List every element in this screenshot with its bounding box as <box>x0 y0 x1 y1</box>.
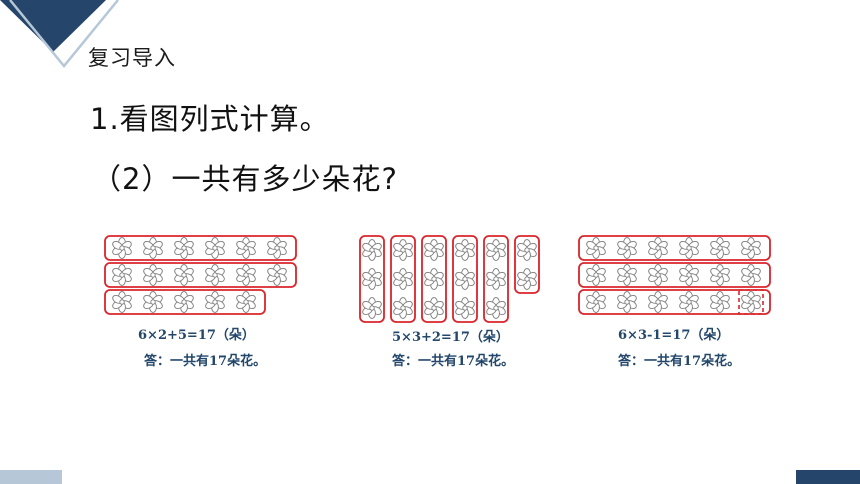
flower-icon <box>424 297 444 319</box>
group-box <box>578 289 771 315</box>
method-3-formula: 6×3-1=17（朵） <box>618 328 730 343</box>
footer-bar-right <box>796 470 860 484</box>
flower-icon <box>648 237 668 259</box>
method-3-figure <box>578 235 771 315</box>
flower-icon <box>648 264 668 286</box>
method-1-formula: 6×2+5=17（朵） <box>138 328 255 343</box>
flower-icon <box>586 237 606 259</box>
method-3-panel: 6×3-1=17（朵） 答：一共有17朵花。 <box>578 234 778 374</box>
method-1-answer: 答：一共有17朵花。 <box>144 354 267 369</box>
flower-icon <box>236 264 256 286</box>
footer-bar-left <box>0 470 62 484</box>
flower-icon <box>267 237 287 259</box>
flower-icon <box>710 291 730 313</box>
flower-icon <box>679 237 699 259</box>
flower-icon <box>205 264 225 286</box>
flower-icon <box>517 268 537 290</box>
method-2-formula: 5×3+2=17（朵） <box>392 330 509 345</box>
group-box <box>104 235 297 261</box>
flower-icon <box>617 237 637 259</box>
group-box <box>578 262 771 288</box>
flower-icon <box>362 239 382 261</box>
flower-icon <box>393 239 413 261</box>
flower-icon <box>424 268 444 290</box>
flower-icon <box>679 264 699 286</box>
flower-icon <box>486 297 506 319</box>
group-box <box>421 235 447 323</box>
group-box <box>483 235 509 323</box>
flower-icon <box>741 237 761 259</box>
method-1-figure <box>104 235 297 315</box>
method-2-answer: 答：一共有17朵花。 <box>392 354 515 369</box>
flower-icon <box>710 237 730 259</box>
flower-icon <box>648 291 668 313</box>
flower-icon <box>112 237 132 259</box>
flower-icon <box>236 237 256 259</box>
flower-icon <box>710 264 730 286</box>
flower-icon <box>362 297 382 319</box>
flower-icon <box>362 268 382 290</box>
group-box <box>390 235 416 323</box>
flower-icon <box>267 264 287 286</box>
group-box <box>104 262 297 288</box>
flower-icon <box>143 237 163 259</box>
flower-icon <box>205 291 225 313</box>
flower-icon <box>486 239 506 261</box>
flower-icon <box>486 268 506 290</box>
flower-icon <box>679 291 699 313</box>
flower-icon <box>455 239 475 261</box>
flower-icon <box>741 264 761 286</box>
flower-icon <box>174 237 194 259</box>
corner-decoration <box>0 0 119 68</box>
method-3-answer: 答：一共有17朵花。 <box>618 354 741 369</box>
flower-icon <box>741 291 761 313</box>
flower-icon <box>112 264 132 286</box>
flower-icon <box>617 264 637 286</box>
flower-icon <box>205 237 225 259</box>
flower-icon <box>112 291 132 313</box>
group-box <box>359 235 385 323</box>
flower-icon <box>174 264 194 286</box>
section-title: 复习导入 <box>88 46 176 70</box>
exercise-heading: 1.看图列式计算。 <box>90 102 330 136</box>
flower-icon <box>455 297 475 319</box>
flower-icon <box>586 264 606 286</box>
method-1-panel: 6×2+5=17（朵） 答：一共有17朵花。 <box>104 234 326 374</box>
method-2-figure <box>359 235 540 323</box>
group-box <box>578 235 771 261</box>
question-text: （2）一共有多少朵花? <box>92 162 398 196</box>
flower-icon <box>424 239 444 261</box>
flower-icon <box>393 268 413 290</box>
flower-icon <box>586 291 606 313</box>
flower-icon <box>617 291 637 313</box>
method-2-panel: 5×3+2=17（朵） 答：一共有17朵花。 <box>358 234 548 374</box>
flower-icon <box>236 291 256 313</box>
flower-icon <box>143 264 163 286</box>
flower-icon <box>393 297 413 319</box>
group-box <box>514 235 540 294</box>
flower-icon <box>174 291 194 313</box>
group-box <box>452 235 478 323</box>
flower-icon <box>455 268 475 290</box>
group-box <box>104 289 266 315</box>
flower-icon <box>517 239 537 261</box>
flower-icon <box>143 291 163 313</box>
